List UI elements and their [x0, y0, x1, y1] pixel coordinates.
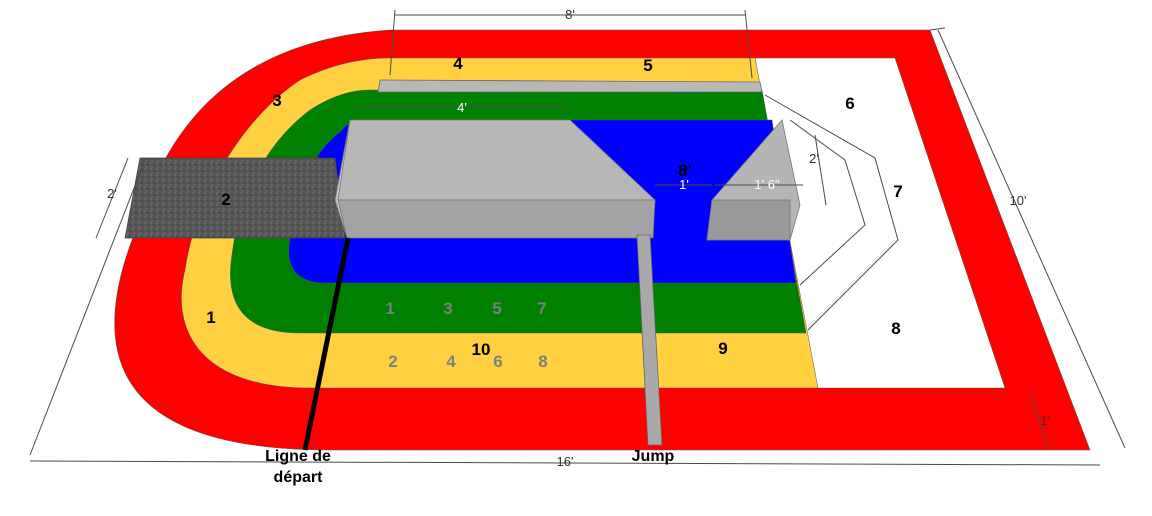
dim-bottom-tick-left: [29, 159, 146, 456]
zone-4: 4: [453, 54, 463, 73]
dim-top-tick-right: [744, 9, 753, 79]
start-line: [302, 237, 351, 451]
zone-1: 1: [206, 308, 215, 327]
dim-bottom-label: 16': [557, 454, 574, 469]
dim-left-label: 2': [107, 186, 117, 201]
dim-ramp-height-label: 2': [809, 151, 819, 166]
dim-gap-label: 1': [679, 177, 689, 192]
zone-6: 6: [845, 94, 854, 113]
dim-band-line: [1029, 391, 1049, 451]
ramp-zone-outline: [764, 94, 899, 331]
slot-upper-1: 1: [385, 299, 394, 318]
ramp-front: [706, 199, 791, 241]
slot-lower-6: 6: [493, 352, 502, 371]
slots-upper: 1 3 5 7: [385, 299, 546, 318]
slot-upper-7: 7: [537, 299, 546, 318]
slot-upper-3: 3: [443, 299, 452, 318]
start-line-caption-1: Ligne de: [265, 448, 331, 465]
zone-3: 3: [272, 91, 281, 110]
dim-left-line: [95, 157, 129, 239]
slots-lower: 2 4 6 8: [388, 352, 547, 371]
dim-block-label: 4': [457, 100, 467, 115]
slot-lower-4: 4: [446, 352, 456, 371]
slot-lower-2: 2: [388, 352, 397, 371]
zone-7: 7: [893, 182, 902, 201]
slot-upper-5: 5: [492, 299, 501, 318]
zone-8: 8: [891, 319, 900, 338]
dim-band-label: 1': [1040, 413, 1050, 428]
zone-9: 9: [718, 339, 727, 358]
block-front: [334, 199, 656, 239]
ramp-zone-inner-outline: [789, 119, 866, 286]
dim-right-line: [937, 29, 1126, 449]
top-rail: [377, 79, 763, 93]
dim-top-label: 8': [565, 7, 575, 22]
dim-right-tick-top: [929, 27, 946, 31]
dim-bottom-line: [29, 460, 1101, 466]
start-line-caption-2: départ: [274, 469, 324, 486]
dim-ramp-height-line: [814, 134, 827, 206]
jump-bar: [636, 234, 663, 446]
slot-lower-8: 8: [538, 352, 547, 371]
zone-2: 2: [221, 190, 230, 209]
zone-10: 10: [472, 340, 491, 359]
dim-right-label: 10': [1010, 193, 1027, 208]
jump-caption: Jump: [632, 448, 675, 465]
dim-ramp-width-label: 1' 6": [754, 177, 780, 192]
asphalt-strip: [124, 157, 346, 239]
dim-top-tick-left: [389, 9, 396, 76]
zone-8-prime: 8': [678, 161, 692, 180]
zone-5: 5: [643, 56, 652, 75]
